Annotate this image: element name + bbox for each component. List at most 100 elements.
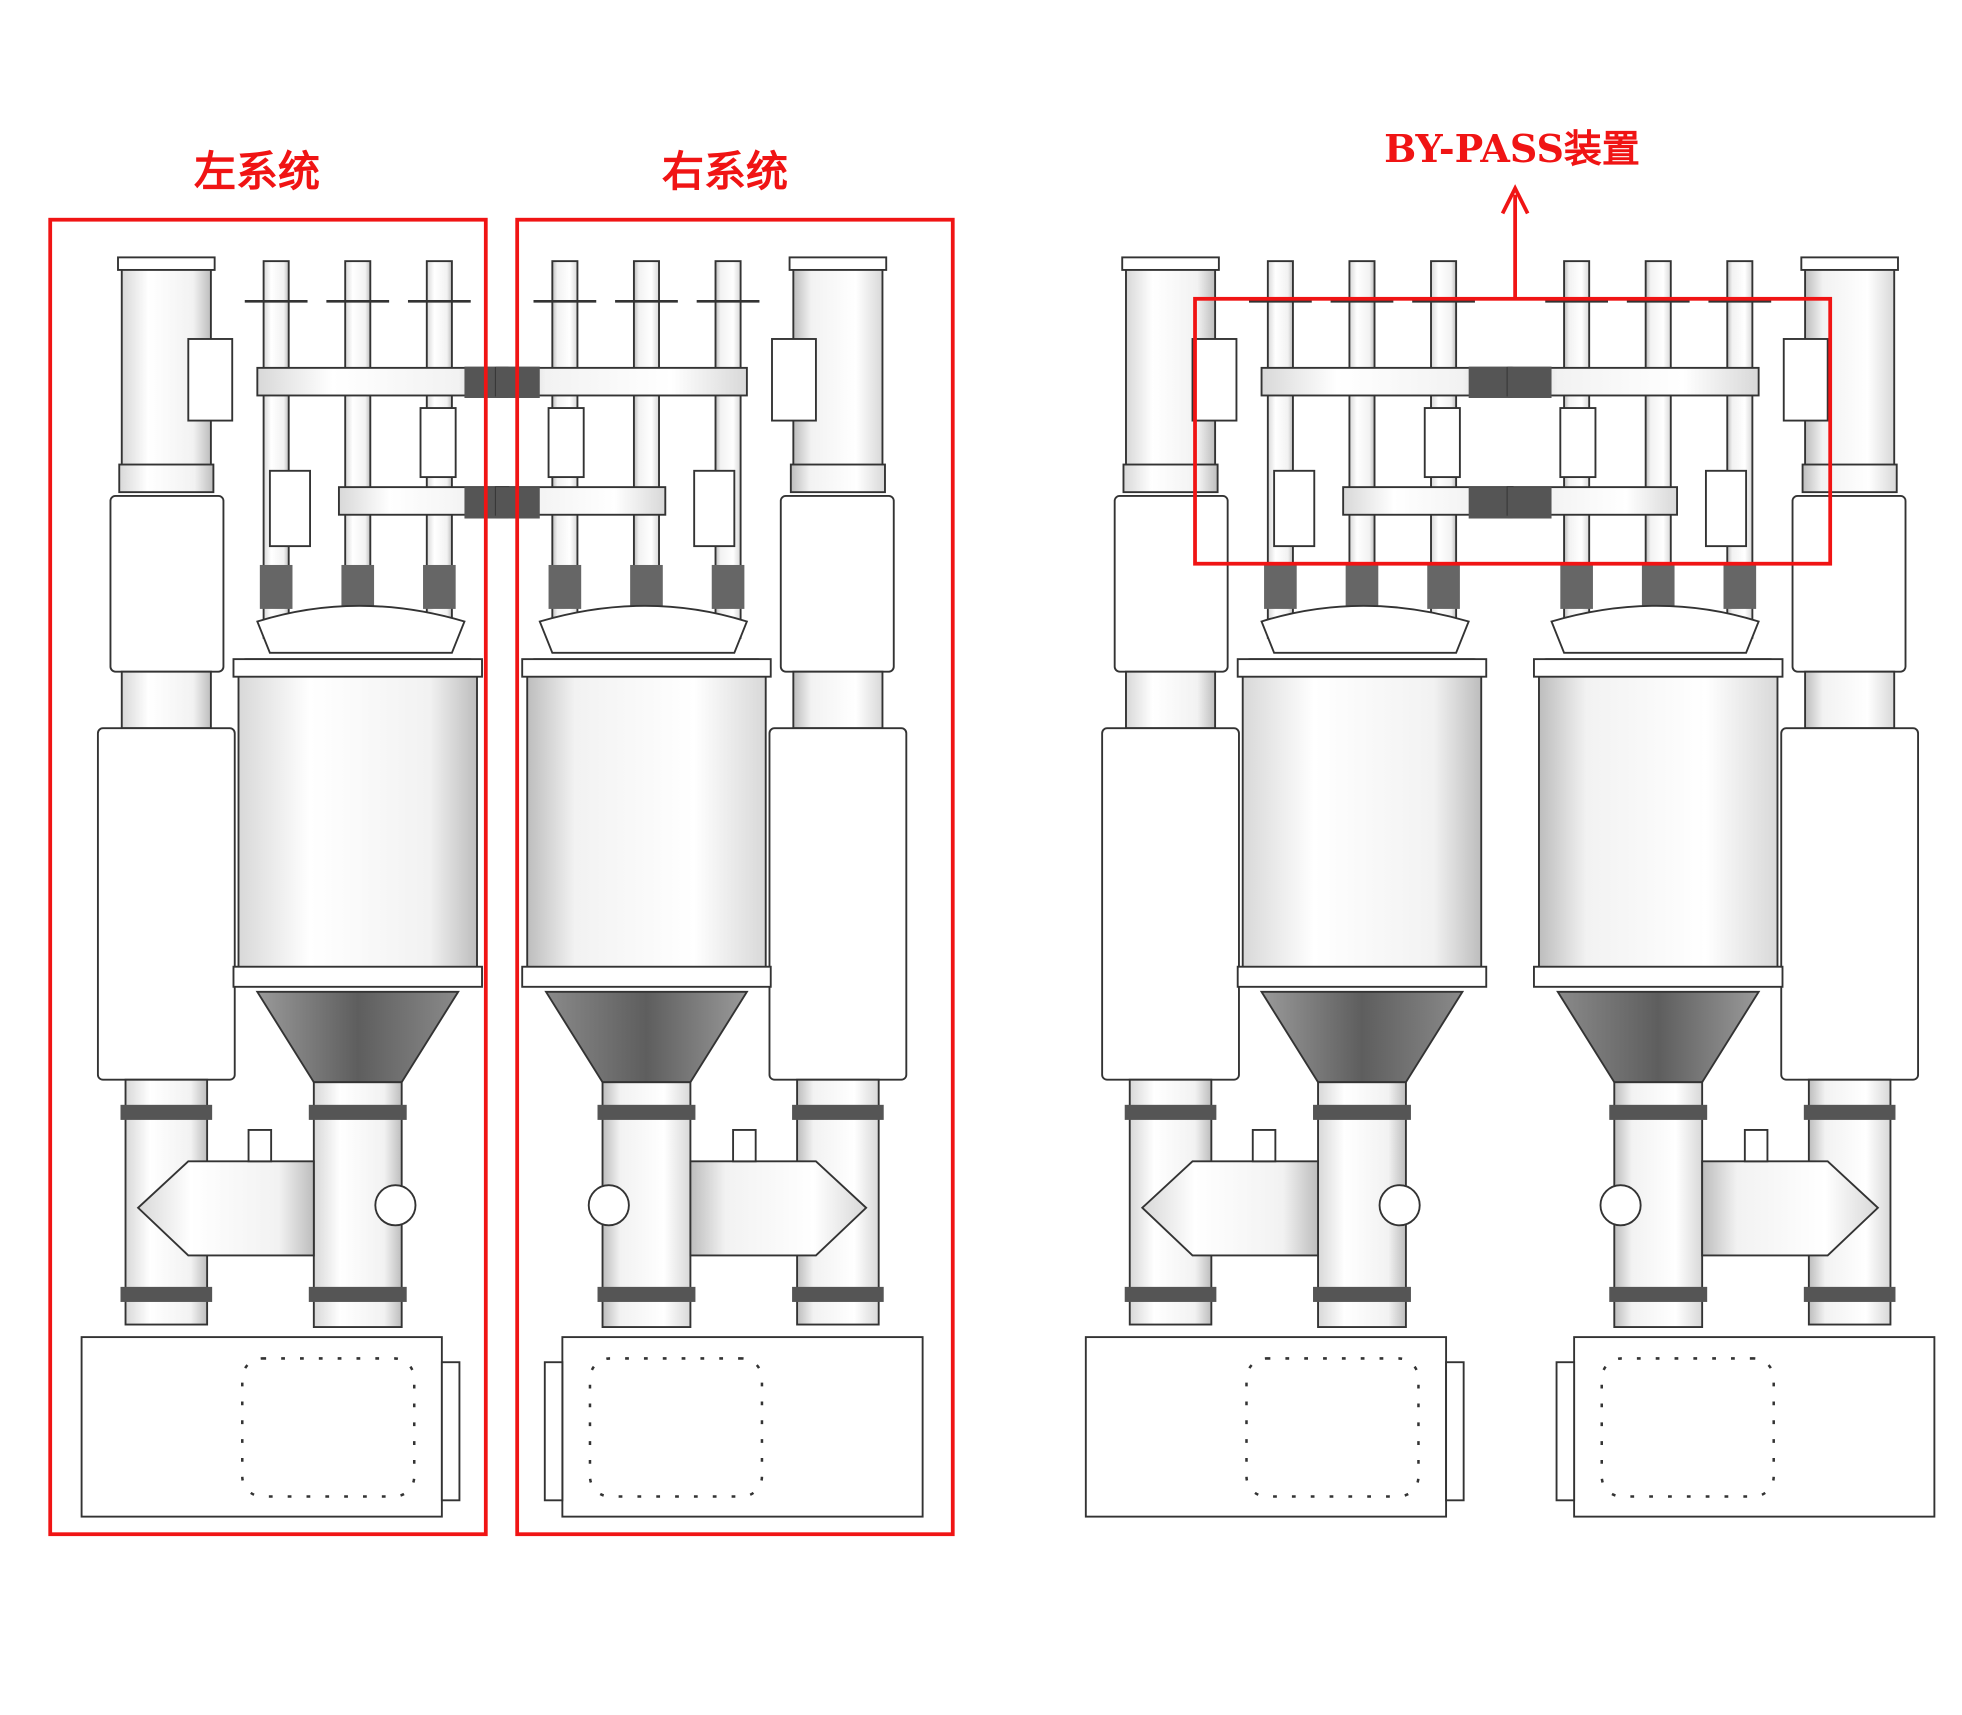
flex-joint [630,564,663,609]
inlet-collector [1550,604,1760,654]
vessel-flange [521,965,772,988]
inspection-port [587,1184,630,1227]
silencer-upper [1791,494,1907,673]
valve-box [1559,407,1597,479]
valve-box [1273,469,1316,548]
filter-unit [80,256,510,1518]
pipe-flange [117,256,216,271]
hopper-cone [544,990,749,1084]
clamp [792,1104,884,1120]
silencer-upper [1113,494,1229,673]
right-system-label: 右系统 [661,147,789,196]
side-handle [440,1361,461,1502]
vessel-flange [1236,658,1488,678]
inlet-collector [538,604,749,654]
pipe-flange [1800,256,1899,271]
bypass-label: BY-PASS装置 [1384,126,1640,171]
clamp [308,1104,407,1120]
horizontal-tee [689,1160,868,1257]
inlet-collector [1260,604,1470,654]
base-box [1573,1336,1936,1518]
bellows [1468,487,1513,519]
sensor-valve [1743,1128,1769,1163]
horizontal-tee [136,1160,315,1257]
silencer-lower [768,727,908,1081]
pipe-flange [118,463,215,494]
clamp [1124,1104,1217,1120]
hopper-cone [255,990,460,1084]
filter-unit [494,256,924,1518]
filter-vessel [1538,658,1779,981]
clamp [597,1286,696,1302]
sensor-valve [247,1128,273,1163]
access-hatch [1600,1357,1775,1498]
silencer-upper [779,494,895,673]
valve-box [419,407,457,479]
flex-joint [1560,564,1593,609]
flex-joint [711,564,745,609]
valve-box [187,338,234,422]
flex-joint [1427,564,1460,609]
clamp [308,1286,407,1302]
sensor-valve [732,1128,757,1163]
flex-joint [1641,564,1675,609]
hopper-cone [1259,990,1465,1084]
sensor-valve [1251,1128,1277,1163]
right-system-box [515,217,955,1537]
pipe-flange [1122,463,1219,494]
pipe-section [792,670,884,730]
valve-box [1191,338,1238,422]
bypass-box [1193,296,1833,566]
filter-unit [1084,256,1514,1518]
flex-joint [341,564,375,609]
inspection-port [1599,1184,1642,1227]
valve-box [1782,338,1829,422]
clamp [1803,1104,1896,1120]
valve-box [1423,407,1461,479]
valve-box [268,469,311,548]
access-hatch [241,1357,416,1498]
pipe-section [1125,670,1217,730]
clamp [1313,1104,1411,1120]
clamp [1313,1286,1411,1302]
filter-vessel [1241,658,1483,981]
clamp [792,1286,884,1302]
clamp [120,1104,213,1120]
pipe-section [120,670,212,730]
hopper-cone [1556,990,1761,1084]
flex-joint [1264,564,1297,609]
base-box [561,1336,924,1518]
clamp [597,1104,696,1120]
pipe-flange [789,463,886,494]
side-handle [1555,1361,1576,1502]
silencer-lower [1780,727,1920,1081]
valve-box [693,469,736,548]
bellows [1507,366,1552,398]
clamp [1803,1286,1896,1302]
bypass-arrow-head [1500,184,1530,215]
left-system-box [48,217,488,1537]
horizontal-tee [1140,1160,1319,1257]
silencer-lower [1101,727,1240,1081]
horizontal-tee [1701,1160,1880,1257]
pipe-flange [788,256,888,271]
bellows [1468,366,1513,398]
inlet-collector [256,604,466,654]
valve-box [1704,469,1748,548]
pipe-flange [1121,256,1220,271]
filter-unit [1506,256,1936,1518]
pipe-section [1804,670,1896,730]
flex-joint [259,564,293,609]
silencer-lower [96,727,236,1081]
pipe-flange [1801,463,1898,494]
access-hatch [1245,1357,1420,1498]
left-system-label: 左系统 [193,147,321,196]
base-box [80,1336,443,1518]
vessel-flange [232,965,483,988]
silencer-upper [109,494,225,673]
vessel-flange [1533,658,1784,678]
filter-vessel [526,658,767,981]
vessel-flange [1236,965,1488,988]
bellows [1507,487,1552,519]
